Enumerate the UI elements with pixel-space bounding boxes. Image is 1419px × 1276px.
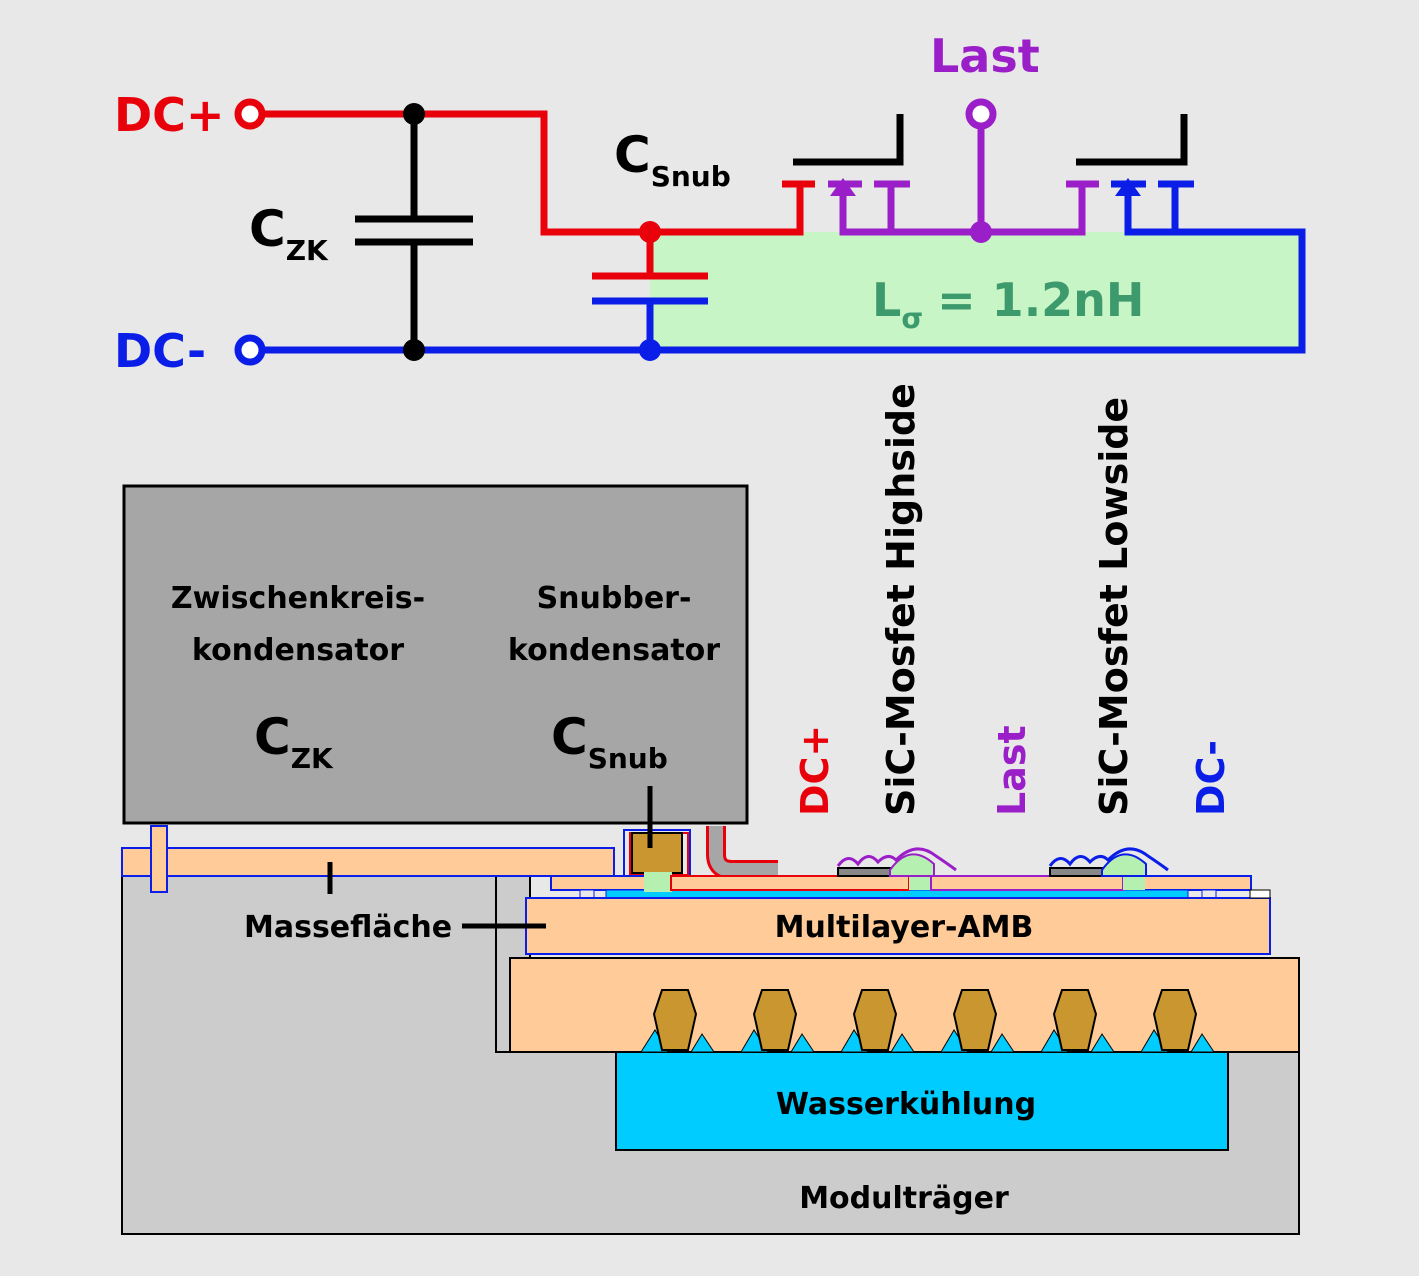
label-dc-minus: DC- [114, 324, 206, 378]
junction-dot [639, 339, 661, 361]
amb-edge [1249, 889, 1271, 899]
amb-inner-layer [605, 889, 1189, 899]
pin-fins [652, 989, 1198, 1051]
highside-bondwire [836, 847, 957, 872]
label-csnub: CSnub [614, 126, 731, 193]
label-last: Last [930, 29, 1040, 83]
dc-plus-pad [670, 875, 910, 891]
last-pad [930, 875, 1124, 891]
label-terminal-last: Last [990, 725, 1034, 816]
terminal-dc-plus [234, 98, 266, 130]
label-zk-symbol: CZK [254, 708, 334, 775]
terminal-last [965, 98, 997, 130]
label-terminal-dc-minus: DC- [1189, 740, 1233, 816]
amb-gap [579, 889, 595, 899]
label-snub-symbol: CSnub [551, 708, 668, 775]
dc-plus-terminal-strap-inner [709, 826, 778, 877]
cooling-channel [615, 1051, 1229, 1151]
amb-gap [1201, 889, 1217, 899]
green-via [644, 872, 672, 892]
label-massflaeche: Massefläche [244, 910, 452, 945]
capacitor-pin-left [150, 825, 168, 893]
label-cooling: Wasserkühlung [776, 1087, 1036, 1122]
label-terminal-dc-plus: DC+ [793, 725, 837, 816]
lowside-chip [1049, 867, 1109, 877]
label-snub-line1: Snubber- [537, 581, 692, 616]
dc-minus-wire [262, 184, 1306, 354]
label-mosfet-lowside: SiC-Mosfet Lowside [1092, 397, 1136, 816]
lowside-bond-dome [1101, 853, 1147, 877]
highside-chip [837, 867, 897, 877]
inductance-area [650, 232, 1302, 350]
snubber-capacitor-chip [631, 832, 683, 874]
label-inductance: Lσ= 1.2nH [872, 273, 1144, 335]
label-zk-line2: kondensator [192, 633, 404, 668]
schematic: DC+ DC- Last CZK CSnub Lσ= 1.2nH [114, 29, 1306, 378]
label-amb: Multilayer-AMB [775, 910, 1034, 945]
terminal-dc-minus [234, 334, 266, 366]
label-zk-line1: Zwischenkreis- [171, 581, 425, 616]
mosfet-lowside-symbol [1066, 114, 1194, 232]
label-czk: CZK [249, 200, 329, 267]
junction-dot [403, 103, 425, 125]
highside-bond-dome [889, 853, 935, 877]
label-dc-plus: DC+ [114, 88, 225, 142]
junction-dot [639, 221, 661, 243]
ground-plane [121, 847, 615, 877]
last-wire [839, 184, 1086, 236]
label-carrier: Modulträger [799, 1181, 1009, 1216]
junction-dot [403, 339, 425, 361]
cross-section: Zwischenkreis- kondensator CZK Snubber- … [121, 383, 1300, 1235]
dc-plus-wire [262, 110, 804, 236]
label-snub-line2: kondensator [508, 633, 720, 668]
label-mosfet-highside: SiC-Mosfet Highside [879, 383, 923, 816]
mosfet-highside-symbol [782, 114, 910, 232]
capacitor-box [122, 484, 749, 825]
lowside-bondwire [1048, 847, 1169, 872]
